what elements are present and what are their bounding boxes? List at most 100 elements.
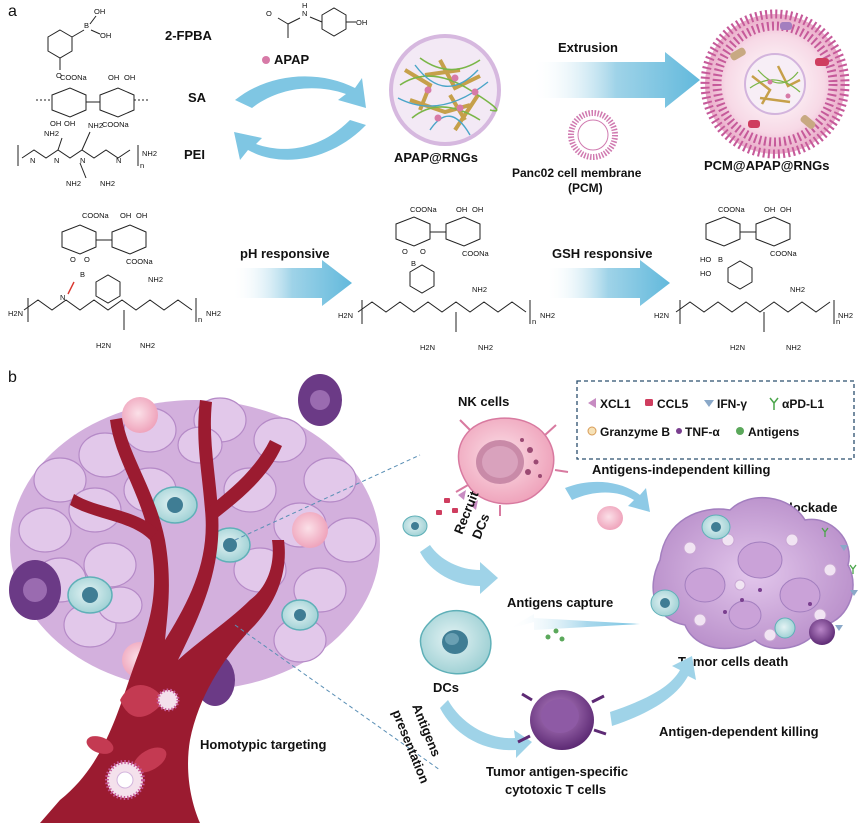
antigens-capture-arrow: [508, 614, 640, 630]
anti-pd-l1-icon: [769, 397, 779, 410]
svg-text:n: n: [140, 161, 144, 170]
pcm-apap-rngs: [700, 9, 850, 159]
label-gsh-responsive: GSH responsive: [552, 246, 652, 261]
assembly-arrow: [235, 76, 366, 108]
captured-antigens: [545, 628, 565, 642]
apap-structure: N H O OH: [266, 1, 367, 38]
fpba-structure: B OH OH O: [47, 7, 111, 80]
legend-anti-pd-l1: αPD-L1: [782, 397, 824, 411]
pcm-vesicle-small: [568, 110, 618, 160]
tnf-alpha-icon: [676, 428, 682, 434]
svg-text:OH: OH: [108, 73, 119, 82]
svg-text:OH: OH: [124, 73, 135, 82]
svg-text:OH: OH: [120, 211, 131, 220]
recruit-arrow: [420, 545, 498, 594]
apap-dot: [262, 56, 270, 64]
svg-text:H2N: H2N: [8, 309, 23, 318]
svg-text:n: n: [532, 317, 536, 326]
svg-text:B: B: [411, 259, 416, 268]
svg-text:OH: OH: [50, 119, 61, 128]
svg-text:OH: OH: [472, 205, 483, 214]
svg-text:COONa: COONa: [462, 249, 490, 258]
label-extrusion: Extrusion: [558, 40, 618, 55]
zoom-line-upper: [234, 454, 421, 541]
ph-responsive-arrow: [232, 260, 352, 306]
svg-text:N: N: [80, 156, 85, 165]
svg-text:COONa: COONa: [770, 249, 798, 258]
svg-text:NH2: NH2: [44, 129, 59, 138]
legend-granzyme-b: Granzyme B: [600, 425, 670, 439]
svg-text:COONa: COONa: [102, 120, 130, 129]
label-pcm-line1: Panc02 cell membrane: [512, 166, 642, 180]
label-homotypic-targeting: Homotypic targeting: [200, 737, 326, 752]
panel-letter-b: b: [8, 369, 17, 386]
svg-text:NH2: NH2: [790, 285, 805, 294]
legend: XCL1 CCL5 IFN-γ αPD-L1 Granzyme B TNF-α …: [576, 380, 855, 460]
label-tumor-cells-death: Tumor cells death: [678, 654, 788, 669]
ifn-gamma-icon: [704, 400, 714, 407]
svg-text:NH2: NH2: [140, 341, 155, 350]
granzyme-b-icon: [587, 426, 597, 436]
svg-text:NH2: NH2: [148, 275, 163, 284]
svg-text:NH2: NH2: [142, 149, 157, 158]
svg-text:H2N: H2N: [420, 343, 435, 352]
svg-text:NH2: NH2: [472, 285, 487, 294]
svg-text:N: N: [302, 9, 307, 18]
crosslinked-structure-right: COONa OH OH COONa HO B HO n H2N NH2 NH2 …: [654, 205, 853, 352]
svg-text:O: O: [84, 255, 90, 264]
label-antigens-independent-killing: Antigens-independent killing: [592, 462, 770, 477]
svg-text:B: B: [80, 270, 85, 279]
svg-text:O: O: [420, 247, 426, 256]
disassembly-arrow: [234, 120, 366, 160]
svg-text:N: N: [30, 156, 35, 165]
svg-text:B: B: [84, 21, 89, 30]
label-2-fpba: 2-FPBA: [165, 28, 213, 43]
svg-text:COONa: COONa: [718, 205, 746, 214]
svg-text:NH2: NH2: [66, 179, 81, 188]
svg-text:OH: OH: [136, 211, 147, 220]
svg-text:NH2: NH2: [206, 309, 221, 318]
label-sa: SA: [188, 90, 207, 105]
svg-text:HO: HO: [700, 269, 711, 278]
label-ph-responsive: pH responsive: [240, 246, 330, 261]
label-antigens-capture: Antigens capture: [507, 595, 613, 610]
svg-text:OH: OH: [100, 31, 111, 40]
nk-to-tumor-arrow: [565, 481, 650, 512]
label-antigen-dependent-killing: Antigen-dependent killing: [659, 724, 819, 739]
svg-text:O: O: [56, 71, 62, 80]
svg-text:COONa: COONa: [410, 205, 438, 214]
svg-text:COONa: COONa: [60, 73, 88, 82]
svg-text:NH2: NH2: [838, 311, 853, 320]
svg-text:NH2: NH2: [540, 311, 555, 320]
dc-small: [402, 515, 428, 537]
svg-text:HO: HO: [700, 255, 711, 264]
svg-text:NH2: NH2: [88, 121, 103, 130]
xcl1-icon: [588, 398, 596, 408]
crosslinked-structure-middle: COONa OH OH COONa O O B n H2N NH2 NH2 H2…: [338, 205, 555, 352]
dc-cell: [419, 609, 492, 675]
label-tcell-line1: Tumor antigen-specific: [486, 764, 628, 779]
svg-text:OH: OH: [780, 205, 791, 214]
panel-letter-a: a: [8, 3, 17, 20]
label-tcell-line2: cytotoxic T cells: [505, 782, 606, 797]
svg-text:N: N: [54, 156, 59, 165]
svg-text:N: N: [116, 156, 121, 165]
label-pcm-line2: (PCM): [568, 181, 603, 195]
svg-text:OH: OH: [356, 18, 367, 27]
svg-text:n: n: [198, 315, 202, 324]
svg-text:B: B: [718, 255, 723, 264]
label-dcs: DCs: [433, 680, 459, 695]
svg-text:NH2: NH2: [478, 343, 493, 352]
tumor-cells-cluster: [597, 496, 858, 650]
svg-text:O: O: [266, 9, 272, 18]
label-pei: PEI: [184, 147, 205, 162]
ccl5-icon: [645, 399, 653, 406]
label-apap: APAP: [274, 52, 309, 67]
legend-ifn-gamma: IFN-γ: [717, 397, 747, 411]
svg-text:H2N: H2N: [338, 311, 353, 320]
svg-text:O: O: [70, 255, 76, 264]
svg-text:NH2: NH2: [100, 179, 115, 188]
legend-antigens: Antigens: [748, 425, 800, 439]
blood-vessel: [40, 400, 285, 823]
